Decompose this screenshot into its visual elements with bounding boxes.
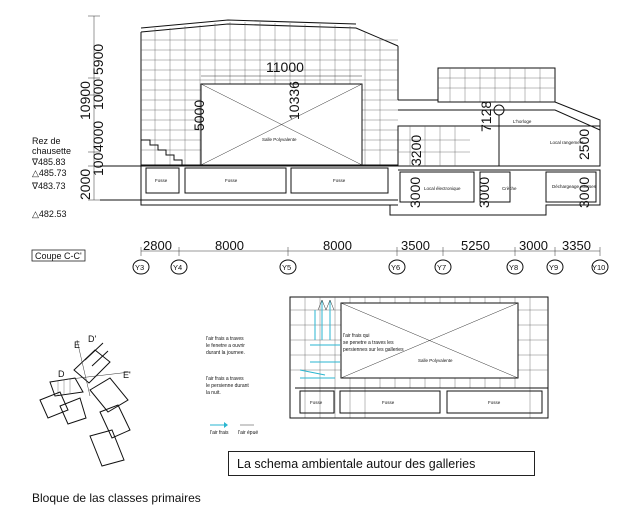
dim-1000: 1000: [90, 79, 106, 110]
spacing-3350: 3350: [562, 238, 591, 253]
level-483-73: ∇483.73: [31, 181, 66, 191]
note-center: l'air frais qui se penetre a traves les …: [343, 333, 404, 353]
axis-y6: Y6: [391, 263, 400, 272]
right-wing: L'horloge Local rangement Local électron…: [389, 67, 601, 216]
hall-dim-5000: 5000: [191, 100, 207, 131]
coupe-label-box: [31, 249, 86, 262]
svg-text:le fenetre a ouvrir: le fenetre a ouvrir: [206, 343, 245, 349]
plan-label-e-prime: E': [123, 370, 131, 380]
svg-text:l'air frais a traves: l'air frais a traves: [206, 336, 244, 342]
dim-3000-b: 3000: [476, 177, 492, 208]
grid-axes: 2800 8000 8000 3500 5250 3000 3350 Y3 Y4…: [132, 238, 609, 275]
stairs: [141, 139, 183, 165]
schema-hall-label: Salle Polyvalente: [418, 358, 453, 363]
dim-5900: 5900: [90, 44, 106, 75]
legend-exhaust-air: l'air épué: [238, 430, 258, 436]
level-485-73: △485.73: [32, 168, 66, 178]
fosse-label-3: Fosse: [333, 178, 346, 183]
plan-label-d-prime: D': [88, 334, 96, 344]
schema-fosse-2: [339, 390, 441, 414]
axis-y9: Y9: [549, 263, 558, 272]
schema-fosse-1: [299, 390, 335, 414]
svg-text:durant la journee.: durant la journee.: [206, 350, 245, 356]
hall-label: Salle Polyvalente: [262, 137, 297, 142]
level-header-2: chausette: [32, 146, 71, 156]
air-legend: l'air frais l'air épué: [210, 422, 258, 436]
level-485-83: ∇485.83: [31, 157, 66, 167]
fosse-1: [145, 167, 180, 194]
svg-text:se penetre a traves les: se penetre a traves les: [343, 340, 394, 346]
dim-4000: 4000: [90, 121, 106, 152]
schema-fosse-label-2: Fosse: [382, 400, 395, 405]
horloge-label: L'horloge: [513, 119, 532, 124]
fosse-3: [290, 167, 389, 194]
dim-100: 100: [90, 152, 106, 176]
rangement-label: Local rangement: [550, 140, 584, 145]
spacing-8000-b: 8000: [323, 238, 352, 253]
dim-3000-c: 3000: [576, 177, 592, 208]
ambient-schema: Salle Polyvalente Fosse Fosse Fosse l'ai…: [206, 296, 549, 436]
building-section: Salle Polyvalente 11000 5000 10336 Fosse…: [31, 15, 601, 219]
svg-text:le persienne durant: le persienne durant: [206, 383, 249, 389]
fresh-air-arrows: [299, 344, 340, 379]
schema-fosse-label-1: Fosse: [310, 400, 323, 405]
spacing-2800: 2800: [143, 238, 172, 253]
dim-3000-a: 3000: [407, 177, 423, 208]
axis-y4: Y4: [173, 263, 182, 272]
site-plan: D' E D E': [39, 334, 131, 467]
decharge-label: Déchargeage courses: [552, 184, 597, 189]
schema-fosse-label-3: Fosse: [488, 400, 501, 405]
sheet-title: Bloque de las classes primaires: [32, 491, 201, 505]
axis-y7: Y7: [437, 263, 446, 272]
coupe-label: Coupe C-C': [35, 251, 82, 261]
electronique-label: Local électronique: [424, 186, 461, 191]
spacing-5250: 5250: [461, 238, 490, 253]
spacing-3500: 3500: [401, 238, 430, 253]
axis-y8: Y8: [509, 263, 518, 272]
schema-caption-box: La schema ambientale autour des gallerie…: [228, 451, 535, 476]
creche-label: Crèche: [502, 186, 517, 191]
fosse-label-1: Fosse: [155, 178, 168, 183]
dim-3200: 3200: [408, 135, 424, 166]
hall-dim-10336: 10336: [286, 81, 302, 120]
vertical-dimension-chain: 5900 10900 1000 4000 100 2000: [77, 15, 106, 201]
note-left-2: l'air frais a traves le persienne durant…: [206, 376, 249, 396]
svg-text:l'air frais qui: l'air frais qui: [343, 333, 370, 339]
rising-air-arrows: [314, 300, 331, 340]
level-header-1: Rez de: [32, 136, 61, 146]
plan-label-e: E: [74, 340, 80, 350]
dim-2500: 2500: [576, 129, 592, 160]
schema-caption: La schema ambientale autour des gallerie…: [237, 457, 476, 471]
legend-fresh-air: l'air frais: [210, 430, 229, 436]
svg-text:la nuit.: la nuit.: [206, 390, 221, 396]
fosse-label-2: Fosse: [225, 178, 238, 183]
dim-10900: 10900: [77, 81, 93, 120]
span-dim: 11000: [266, 59, 304, 75]
axis-y10: Y10: [592, 263, 605, 272]
svg-text:l'air frais a traves: l'air frais a traves: [206, 376, 244, 382]
spacing-8000-a: 8000: [215, 238, 244, 253]
schema-fosse-3: [446, 390, 543, 414]
level-482-53: △482.53: [32, 209, 66, 219]
note-left-1: l'air frais a traves le fenetre a ouvrir…: [206, 336, 245, 356]
svg-text:persiennes sur les galleries: persiennes sur les galleries: [343, 347, 404, 353]
axis-y3: Y3: [135, 263, 144, 272]
dim-7128: 7128: [478, 101, 494, 132]
dim-2000: 2000: [77, 169, 93, 200]
fosse-2: [184, 167, 287, 194]
plan-label-d: D: [58, 369, 65, 379]
spacing-3000: 3000: [519, 238, 548, 253]
axis-y5: Y5: [282, 263, 291, 272]
